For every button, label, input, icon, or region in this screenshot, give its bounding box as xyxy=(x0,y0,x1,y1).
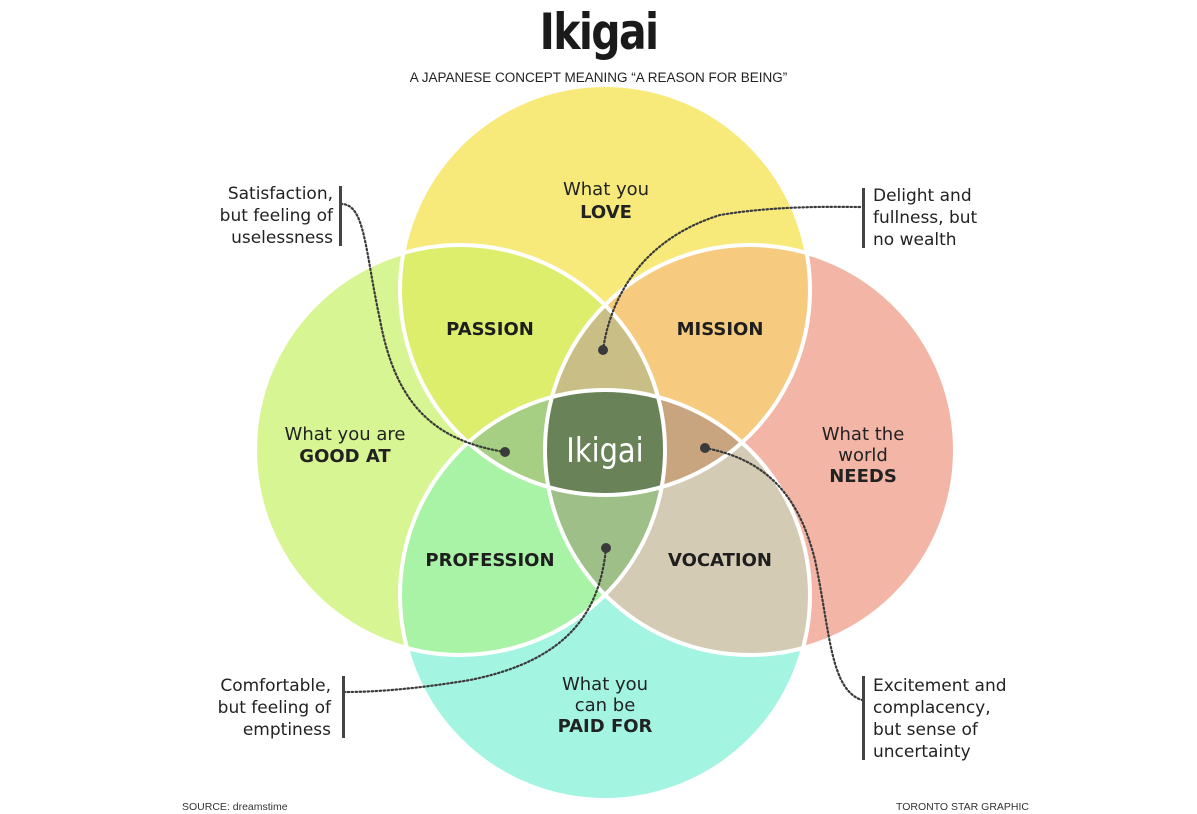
note-line: fullness, but xyxy=(873,208,978,228)
note-top-right: Delight and fullness, but no wealth xyxy=(873,185,977,251)
ikigai-center-label: Ikigai xyxy=(566,432,643,471)
note-bottom-right: Excitement and complacency, but sense of… xyxy=(873,675,1007,763)
note-line: complacency, xyxy=(873,698,991,718)
note-line: uncertainty xyxy=(873,742,971,762)
note-line: but feeling of xyxy=(219,206,333,226)
leader-dot-top-left xyxy=(500,447,510,457)
publisher-credit: TORONTO STAR GRAPHIC xyxy=(895,801,1029,813)
note-line: no wealth xyxy=(873,230,957,250)
note-bar-bottom-right xyxy=(862,676,865,760)
note-bar-top-right xyxy=(862,188,865,248)
paid-for-line2: can be xyxy=(575,695,636,716)
note-line: Comfortable, xyxy=(220,676,331,696)
note-top-left: Satisfaction, but feeling of uselessness xyxy=(220,183,333,249)
love-line2: LOVE xyxy=(580,202,632,223)
leader-dot-top-right xyxy=(598,345,608,355)
note-bottom-left: Comfortable, but feeling of emptiness xyxy=(218,675,331,741)
note-line: but feeling of xyxy=(217,698,331,718)
page-subtitle: A JAPANESE CONCEPT MEANING “A REASON FOR… xyxy=(409,70,788,85)
profession-label: PROFESSION xyxy=(425,550,554,571)
leader-bottom-left xyxy=(343,546,608,694)
note-bar-top-left xyxy=(339,186,342,246)
love-line1: What you xyxy=(563,179,649,200)
leader-top-right xyxy=(601,205,864,352)
leader-dot-bottom-right xyxy=(700,443,710,453)
source-credit: SOURCE: dreamstime xyxy=(182,801,288,813)
note-line: Excitement and xyxy=(873,676,1007,696)
note-line: emptiness xyxy=(242,720,331,740)
leader-bottom-right xyxy=(703,446,864,702)
note-line: Delight and xyxy=(873,186,972,206)
paid-for-line1: What you xyxy=(562,674,648,695)
mission-label: MISSION xyxy=(677,319,764,340)
needs-line3: NEEDS xyxy=(829,466,897,487)
leader-top-left xyxy=(340,202,507,454)
page-title: Ikigai xyxy=(539,3,659,61)
passion-label: PASSION xyxy=(446,319,534,340)
needs-line1: What the xyxy=(822,424,905,445)
note-line: uselessness xyxy=(231,228,333,248)
note-bar-bottom-left xyxy=(342,676,345,738)
needs-line2: world xyxy=(838,445,888,466)
good-at-line2: GOOD AT xyxy=(299,446,391,467)
note-line: but sense of xyxy=(873,720,978,740)
good-at-line1: What you are xyxy=(285,424,406,445)
leader-dot-bottom-left xyxy=(601,543,611,553)
note-line: Satisfaction, xyxy=(227,184,333,204)
paid-for-line3: PAID FOR xyxy=(558,716,653,737)
vocation-label: VOCATION xyxy=(668,550,772,571)
